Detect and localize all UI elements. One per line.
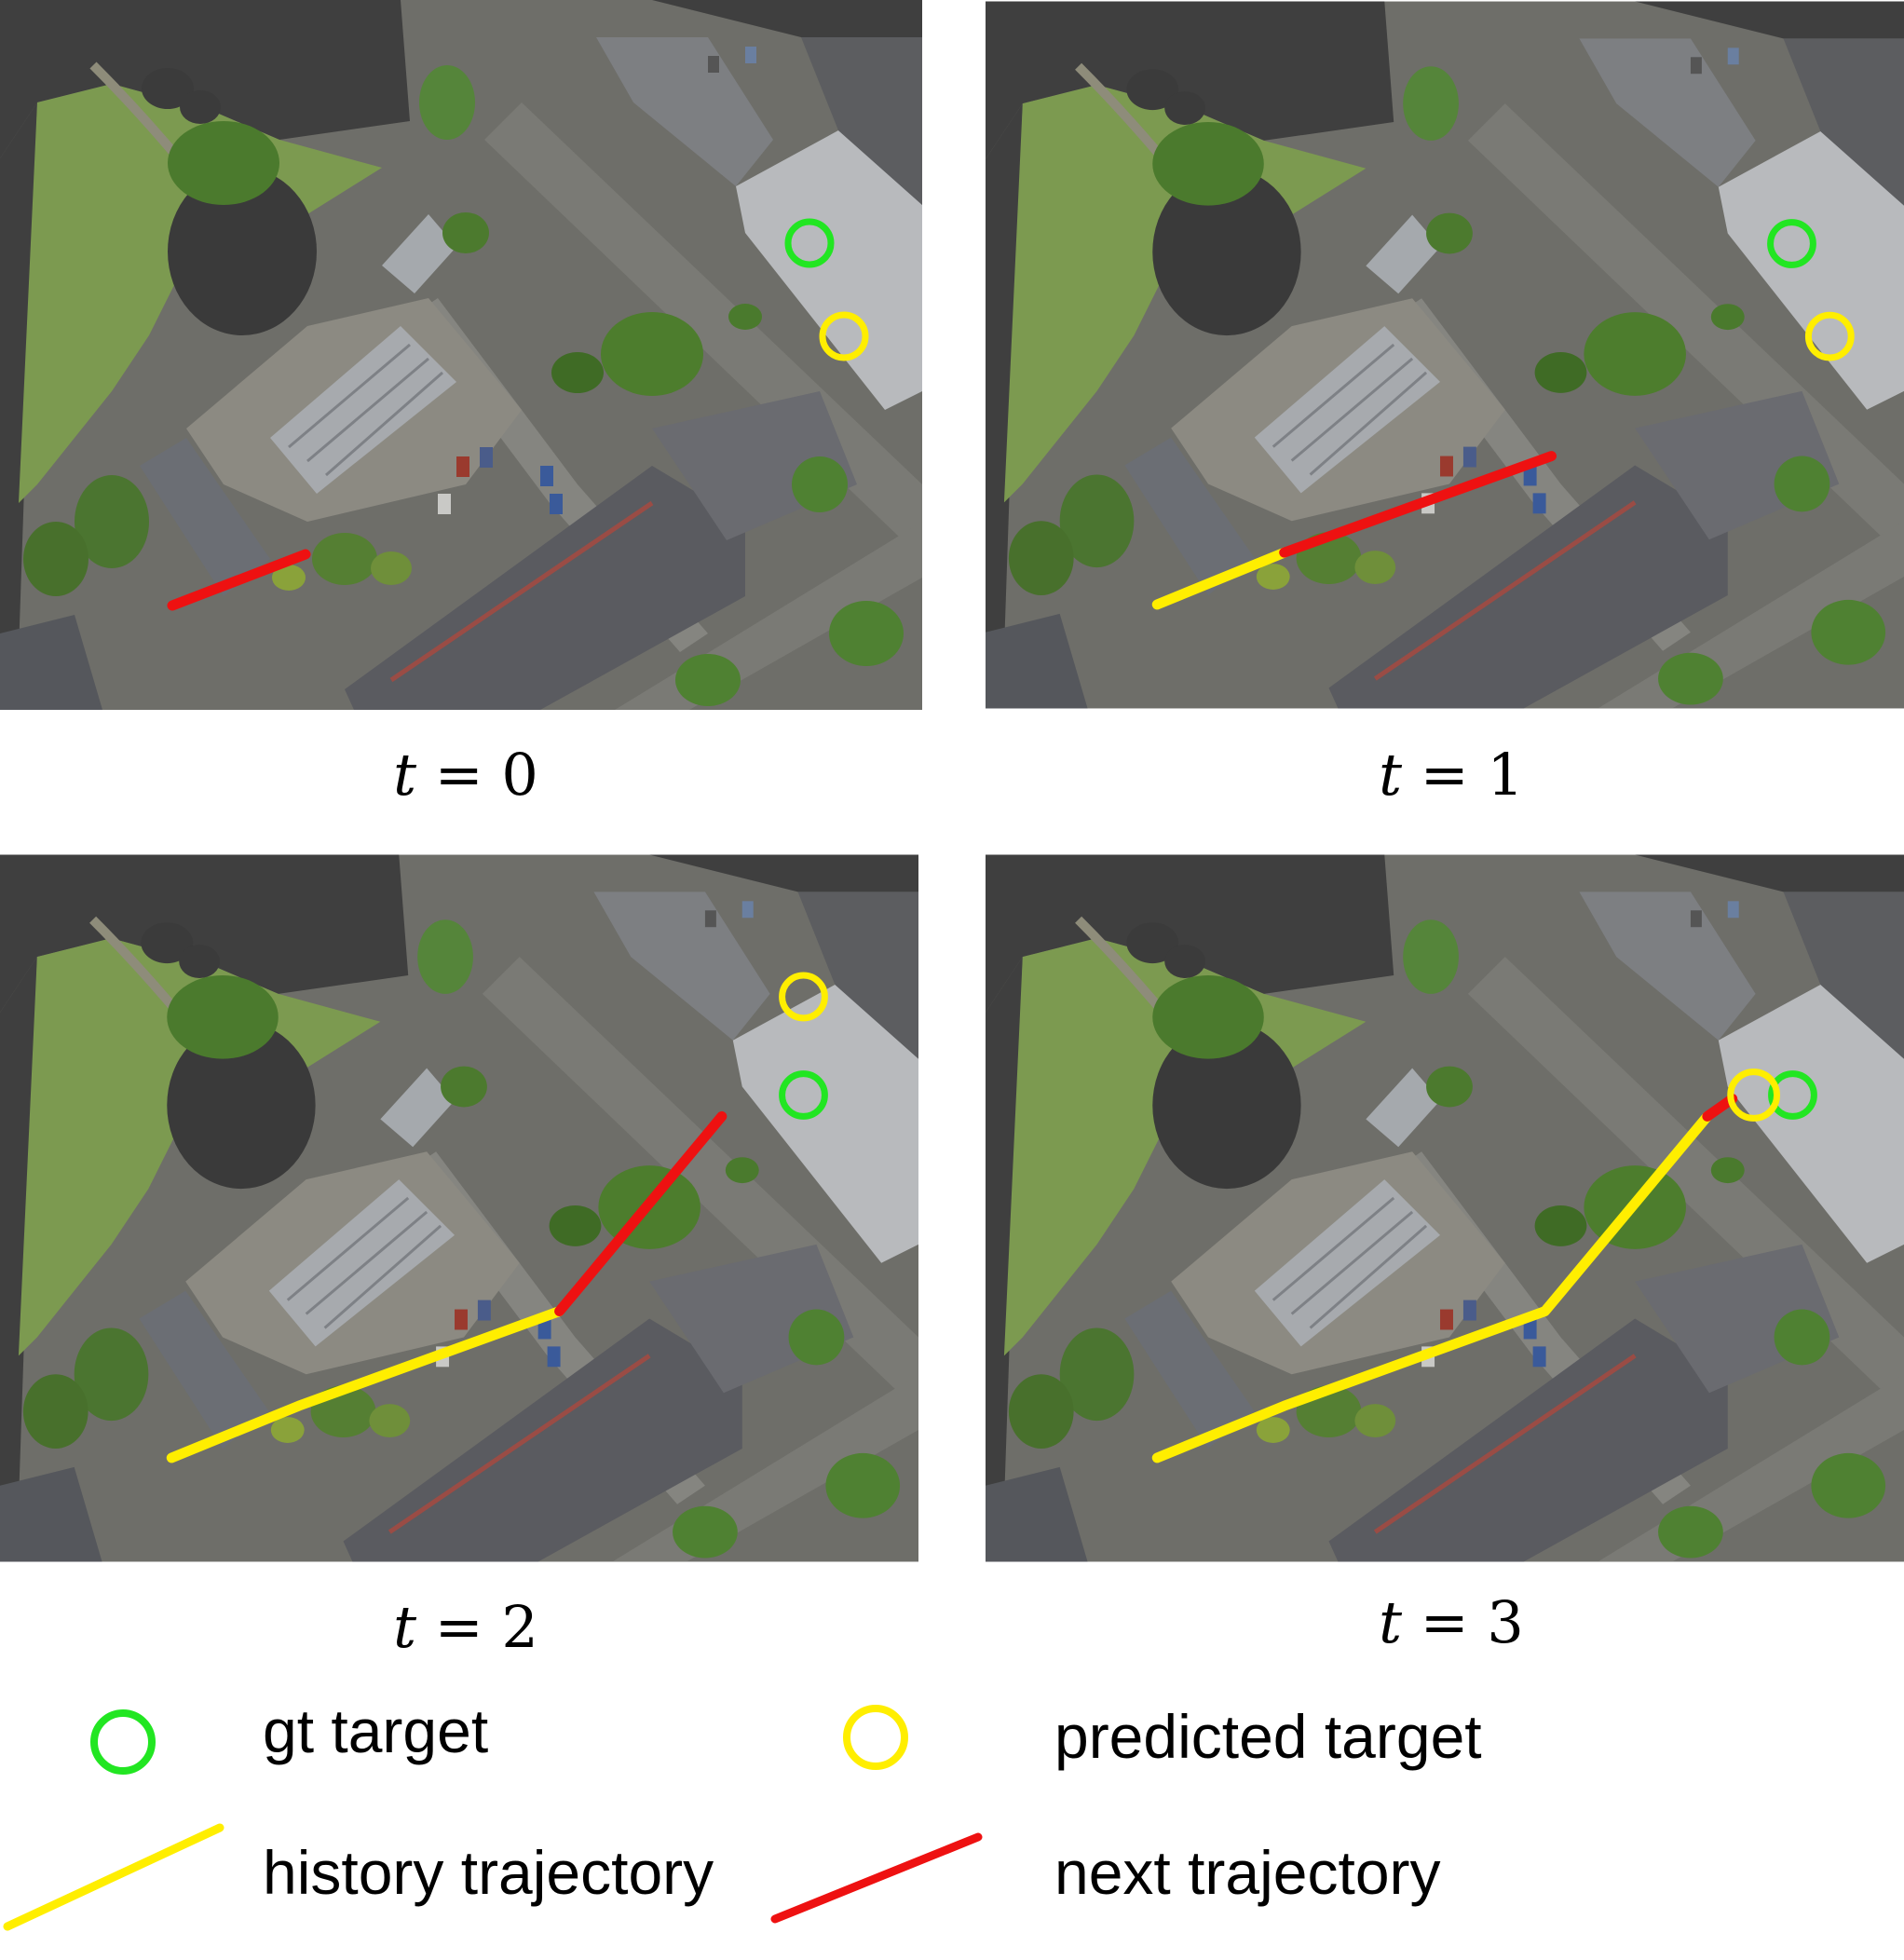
time-variable: t bbox=[1379, 1588, 1403, 1656]
equals-sign: = bbox=[434, 741, 483, 809]
legend-predicted-target-label: predicted target bbox=[1054, 1702, 1482, 1771]
legend-next-trajectory-label: next trajectory bbox=[1054, 1838, 1441, 1907]
gt-target-marker bbox=[784, 218, 835, 268]
time-variable: t bbox=[1379, 741, 1403, 809]
legend-history-trajectory-icon bbox=[3, 1823, 224, 1931]
legend-gt-target-label: gt target bbox=[263, 1696, 489, 1765]
caption-t1: t = 1 bbox=[986, 741, 1904, 809]
aerial-map-t2 bbox=[0, 854, 918, 1562]
caption-t2: t = 2 bbox=[0, 1593, 932, 1661]
next-trajectory-line bbox=[1279, 451, 1557, 558]
panel-t1 bbox=[986, 0, 1904, 710]
gt-target-marker bbox=[1767, 219, 1816, 268]
panel-t2 bbox=[0, 854, 918, 1562]
legend-gt-target-icon bbox=[90, 1709, 156, 1775]
time-value: 0 bbox=[501, 741, 538, 809]
panel-t0 bbox=[0, 0, 922, 710]
predicted-target-marker bbox=[1804, 311, 1855, 361]
equals-sign: = bbox=[1420, 1588, 1469, 1656]
history-trajectory-line bbox=[166, 1306, 565, 1463]
time-value: 2 bbox=[501, 1593, 538, 1661]
legend-history-trajectory-label: history trajectory bbox=[263, 1838, 714, 1907]
next-trajectory-line bbox=[167, 549, 311, 611]
panel-t3 bbox=[986, 854, 1904, 1562]
time-value: 1 bbox=[1487, 741, 1524, 809]
aerial-map-t3 bbox=[986, 854, 1904, 1562]
legend-predicted-target-icon bbox=[843, 1705, 908, 1770]
time-variable: t bbox=[393, 1593, 417, 1661]
caption-t0: t = 0 bbox=[0, 741, 932, 809]
equals-sign: = bbox=[434, 1593, 483, 1661]
aerial-map-t0 bbox=[0, 0, 922, 710]
equals-sign: = bbox=[1420, 741, 1469, 809]
predicted-target-marker bbox=[819, 311, 869, 361]
time-variable: t bbox=[393, 741, 417, 809]
gt-target-marker bbox=[779, 1070, 828, 1120]
legend-next-trajectory-icon bbox=[770, 1832, 983, 1924]
next-trajectory-line bbox=[554, 1110, 728, 1317]
predicted-target-marker bbox=[779, 972, 828, 1022]
history-trajectory-line bbox=[1151, 1110, 1713, 1463]
predicted-target-marker bbox=[1727, 1068, 1781, 1122]
gt-target-marker bbox=[1768, 1070, 1817, 1120]
time-value: 3 bbox=[1487, 1588, 1524, 1656]
aerial-map-t1 bbox=[986, 0, 1904, 710]
caption-t3: t = 3 bbox=[986, 1588, 1904, 1656]
history-trajectory-line bbox=[1151, 547, 1290, 610]
